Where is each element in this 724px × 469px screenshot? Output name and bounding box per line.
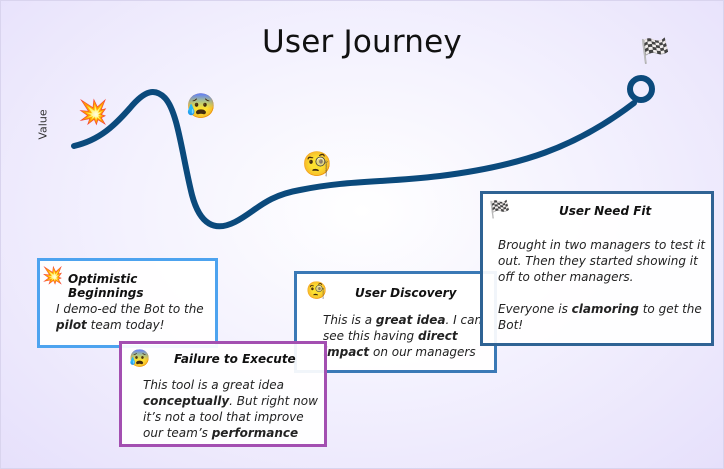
card-title: Failure to Execute xyxy=(174,352,296,366)
card-user-need-fit: 🏁 User Need Fit Brought in two managers … xyxy=(480,191,714,346)
diagram-title: User Journey xyxy=(262,24,462,60)
card-failure-to-execute: 😰 Failure to Execute This tool is a grea… xyxy=(119,341,327,447)
card-optimistic-beginnings: 💥 Optimistic Beginnings I demo-ed the Bo… xyxy=(37,258,218,348)
finish-ring xyxy=(627,75,655,103)
finish-flag-icon: 🏁 xyxy=(489,200,511,219)
collision-icon: 💥 xyxy=(78,99,108,126)
card-body: This is a great idea. I can see this hav… xyxy=(323,313,483,359)
monocle-face-icon: 🧐 xyxy=(302,151,332,178)
journey-curve-tail xyxy=(439,105,631,177)
monocle-face-icon: 🧐 xyxy=(306,281,328,300)
card-title: Optimistic Beginnings xyxy=(68,272,144,300)
anxious-face-icon: 😰 xyxy=(186,93,216,120)
card-body: I demo-ed the Bot to the pilot team toda… xyxy=(56,302,204,332)
collision-icon: 💥 xyxy=(42,266,64,285)
card-body: This tool is a great idea conceptually. … xyxy=(143,378,318,440)
anxious-face-icon: 😰 xyxy=(129,349,151,368)
finish-flag-icon: 🏁 xyxy=(640,38,670,65)
card-body: Brought in two managers to test it out. … xyxy=(498,238,706,332)
card-title: User Need Fit xyxy=(559,204,652,218)
card-title: User Discovery xyxy=(355,286,457,300)
